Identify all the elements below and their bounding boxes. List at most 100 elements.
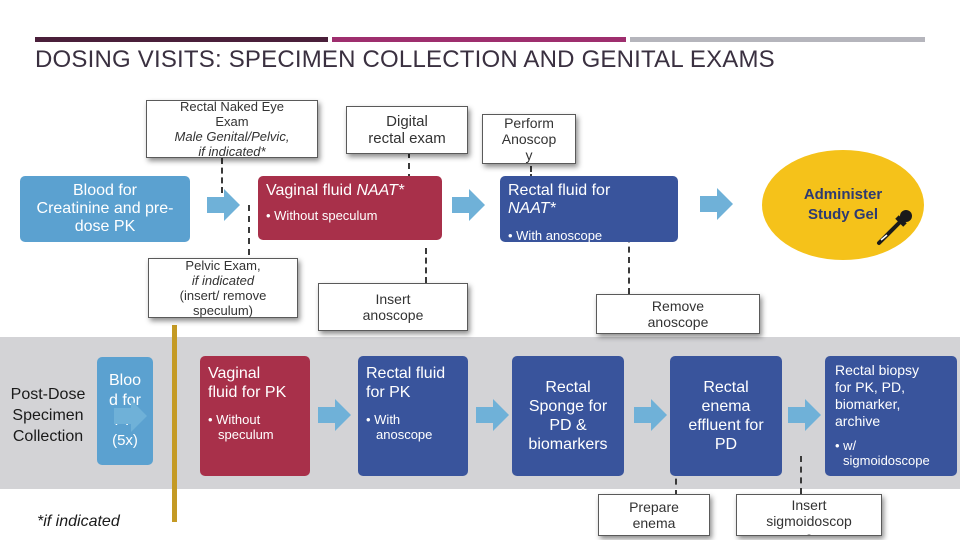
pelvic-line2: if indicated <box>191 273 255 288</box>
biopsy-bullet2: sigmoidoscope <box>843 453 930 468</box>
sponge-line3: PD & <box>549 417 587 434</box>
blood-5x-line4: (5x) <box>112 432 138 449</box>
sigmoid-line1: Insert <box>791 497 827 513</box>
sponge-line2: Sponge for <box>528 398 608 415</box>
vaginal-pk-box: Vaginal fluid for PK • Without speculum <box>200 356 310 476</box>
rectal-pk-bullet1: • With <box>366 412 401 427</box>
rectal-pk-line1: Rectal fluid <box>366 365 446 382</box>
pelvic-exam-callout: Pelvic Exam, if indicated (insert/ remov… <box>148 258 298 318</box>
insert-anoscope-callout: Insert anoscope <box>318 283 468 331</box>
sigmoid-line2: sigmoidoscop <box>766 513 852 529</box>
arrow-icon <box>207 189 240 221</box>
applicator-icon <box>877 210 912 245</box>
vaginal-naat-bullet: • Without speculum <box>266 208 378 223</box>
prepare-line2: enema <box>632 515 676 531</box>
enema-line4: PD <box>714 436 738 453</box>
vaginal-naat-title-italic: NAAT* <box>356 182 405 199</box>
blood-creatinine-line3: dose PK <box>74 218 136 235</box>
remove-anoscope-line2: anoscope <box>647 314 709 330</box>
enema-line1: Rectal <box>703 379 749 396</box>
sigmoid-line3: e <box>805 529 813 535</box>
top-bar-2 <box>332 37 626 42</box>
rectal-pk-bullet2: anoscope <box>376 427 433 442</box>
top-bar-3 <box>630 37 925 42</box>
arrow-icon <box>452 189 485 221</box>
vaginal-naat-title: Vaginal fluid NAAT* <box>266 182 434 200</box>
rectal-naat-line1: Rectal fluid for <box>508 182 611 199</box>
vaginal-pk-line2: fluid for PK <box>208 384 287 401</box>
blood-5x-line1: Bloo <box>108 372 142 389</box>
vaginal-pk-bullet1: • Without <box>208 412 261 427</box>
prepare-enema-callout: Prepare enema <box>598 494 710 536</box>
rectal-naat-line2: NAAT* <box>508 200 556 217</box>
pelvic-line4: speculum) <box>193 303 253 318</box>
enema-line3: effluent for <box>688 417 764 434</box>
digital-rectal-callout: Digital rectal exam <box>346 106 468 154</box>
post-dose-label: Post-Dose Specimen Collection <box>2 384 94 447</box>
biopsy-line1: Rectal biopsy <box>835 362 920 378</box>
administer-gel-circle: Administer Study Gel <box>762 150 924 260</box>
biopsy-line2: for PK, PD, <box>835 379 906 395</box>
post-dose-line2: Specimen <box>12 407 84 424</box>
naked-eye-line2: Exam <box>215 114 249 129</box>
sponge-line1: Rectal <box>545 379 591 396</box>
perform-line3: y <box>525 147 533 163</box>
rectal-pk-line2: for PK <box>366 384 411 401</box>
connector-pelvic <box>248 205 250 255</box>
connector-enema <box>675 456 677 496</box>
connector-sigmoidoscope <box>800 456 802 494</box>
biopsy-line4: archive <box>835 413 881 429</box>
blood-creatinine-box: Blood for Creatinine and pre- dose PK <box>20 176 190 242</box>
pelvic-line1: Pelvic Exam, <box>185 258 261 273</box>
arrow-icon <box>476 399 509 431</box>
remove-anoscope-line1: Remove <box>651 298 705 314</box>
remove-anoscope-callout: Remove anoscope <box>596 294 760 334</box>
perform-line2: Anoscop <box>501 131 557 147</box>
arrow-icon <box>634 399 667 431</box>
vaginal-naat-title-plain: Vaginal fluid <box>266 182 357 199</box>
digital-line2: rectal exam <box>368 130 446 147</box>
rectal-naked-eye-callout: Rectal Naked Eye Exam Male Genital/Pelvi… <box>146 99 318 159</box>
arrow-icon <box>788 399 821 431</box>
digital-line1: Digital <box>386 113 428 130</box>
rectal-sponge-box: Rectal Sponge for PD & biomarkers <box>512 356 624 476</box>
section-divider <box>172 325 177 522</box>
connector-digital <box>408 152 410 180</box>
biopsy-line3: biomarker, <box>835 396 901 412</box>
connector-perform-anoscopy <box>530 158 532 180</box>
insert-sigmoidoscope-callout: Insert sigmoidoscop e <box>736 494 882 536</box>
footnote: *if indicated <box>37 513 120 530</box>
rectal-pk-box: Rectal fluid for PK • With anoscope <box>358 356 468 476</box>
prepare-line1: Prepare <box>629 499 679 515</box>
vaginal-naat-box: Vaginal fluid NAAT* • Without speculum <box>258 176 442 240</box>
vaginal-pk-line1: Vaginal <box>208 365 261 382</box>
rectal-biopsy-box: Rectal biopsy for PK, PD, biomarker, arc… <box>825 356 957 476</box>
pelvic-line3: (insert/ remove <box>179 288 267 303</box>
blood-creatinine-line1: Blood for <box>72 182 138 199</box>
connector-insert-anoscope <box>425 248 427 283</box>
rectal-naat-box: Rectal fluid for NAAT* • With anoscope <box>500 176 678 243</box>
page-title: DOSING VISITS: SPECIMEN COLLECTION AND G… <box>35 46 775 73</box>
rectal-naat-bullet: • With anoscope <box>508 228 603 243</box>
naked-eye-line4: if indicated* <box>198 144 266 159</box>
post-dose-line3: Collection <box>12 428 84 445</box>
arrow-icon <box>318 399 351 431</box>
perform-anoscopy-callout: Perform Anoscop y <box>482 114 576 164</box>
arrow-icon <box>114 400 147 432</box>
blood-creatinine-line2: Creatinine and pre- <box>36 200 174 217</box>
naked-eye-line3: Male Genital/Pelvic, <box>174 129 290 144</box>
arrow-icon <box>700 188 733 220</box>
perform-line1: Perform <box>504 115 554 131</box>
insert-anoscope-line2: anoscope <box>362 307 424 323</box>
rectal-enema-box: Rectal enema effluent for PD <box>670 356 782 476</box>
enema-line2: enema <box>701 398 751 415</box>
insert-anoscope-line1: Insert <box>375 291 411 307</box>
top-bar-1 <box>35 37 328 42</box>
post-dose-line1: Post-Dose <box>10 386 86 403</box>
sponge-line4: biomarkers <box>528 436 608 453</box>
administer-line2: Study Gel <box>807 206 878 223</box>
vaginal-pk-bullet2: speculum <box>218 427 274 442</box>
connector-naked-eye <box>221 158 223 193</box>
administer-line1: Administer <box>803 186 883 203</box>
biopsy-bullet1: • w/ <box>835 438 857 453</box>
